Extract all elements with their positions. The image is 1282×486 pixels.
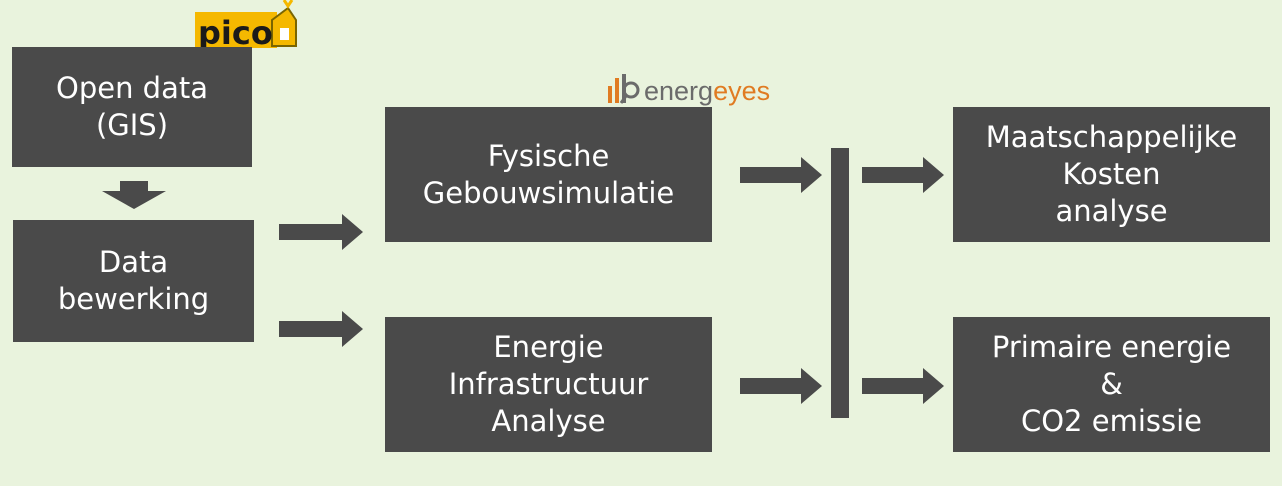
primary-energy-box: Primaire energie & CO2 emissie — [953, 317, 1270, 452]
energy-infrastructure-line-3: Analyse — [491, 404, 606, 438]
social-cost-line-1: Maatschappelijke — [985, 120, 1238, 154]
energeyes-logo: energeyes — [608, 74, 770, 106]
energy-infrastructure-box: Energie Infrastructuur Analyse — [385, 317, 712, 452]
open-data-line-1: Open data — [56, 71, 208, 105]
primary-energy-line-1: Primaire energie — [991, 330, 1232, 364]
right-arrow-icon — [862, 368, 944, 404]
right-arrow-icon — [862, 157, 944, 193]
pico-logo: pico — [195, 0, 297, 52]
primary-energy-line-3: CO2 emissie — [1020, 404, 1202, 438]
physical-simulation-box: Fysische Gebouwsimulatie — [385, 107, 712, 242]
open-data-line-2: (GIS) — [95, 108, 169, 142]
data-processing-line-2: bewerking — [57, 282, 210, 316]
energeyes-logo-text-energ: energ — [644, 76, 713, 106]
open-data-box: Open data (GIS) — [12, 47, 252, 167]
data-processing-line-1: Data — [98, 245, 169, 279]
collector-bar — [831, 148, 849, 418]
social-cost-line-2: Kosten — [1062, 157, 1161, 191]
primary-energy-line-2: & — [1100, 367, 1123, 401]
down-arrow-icon — [102, 181, 166, 209]
energy-infrastructure-line-1: Energie — [493, 330, 604, 364]
social-cost-line-3: analyse — [1055, 194, 1168, 228]
social-cost-box: Maatschappelijke Kosten analyse — [953, 107, 1270, 242]
energy-infrastructure-line-2: Infrastructuur — [448, 367, 649, 401]
right-arrow-icon — [279, 311, 363, 347]
right-arrow-icon — [740, 157, 822, 193]
energeyes-logo-text-eyes: eyes — [713, 76, 770, 106]
svg-text:energeyes: energeyes — [644, 76, 770, 106]
physical-simulation-line-2: Gebouwsimulatie — [422, 175, 675, 210]
physical-simulation-line-1: Fysische — [487, 138, 610, 173]
data-processing-box: Data bewerking — [13, 220, 254, 342]
right-arrow-icon — [740, 368, 822, 404]
pico-logo-text: pico — [198, 14, 273, 52]
right-arrow-icon — [279, 214, 363, 250]
